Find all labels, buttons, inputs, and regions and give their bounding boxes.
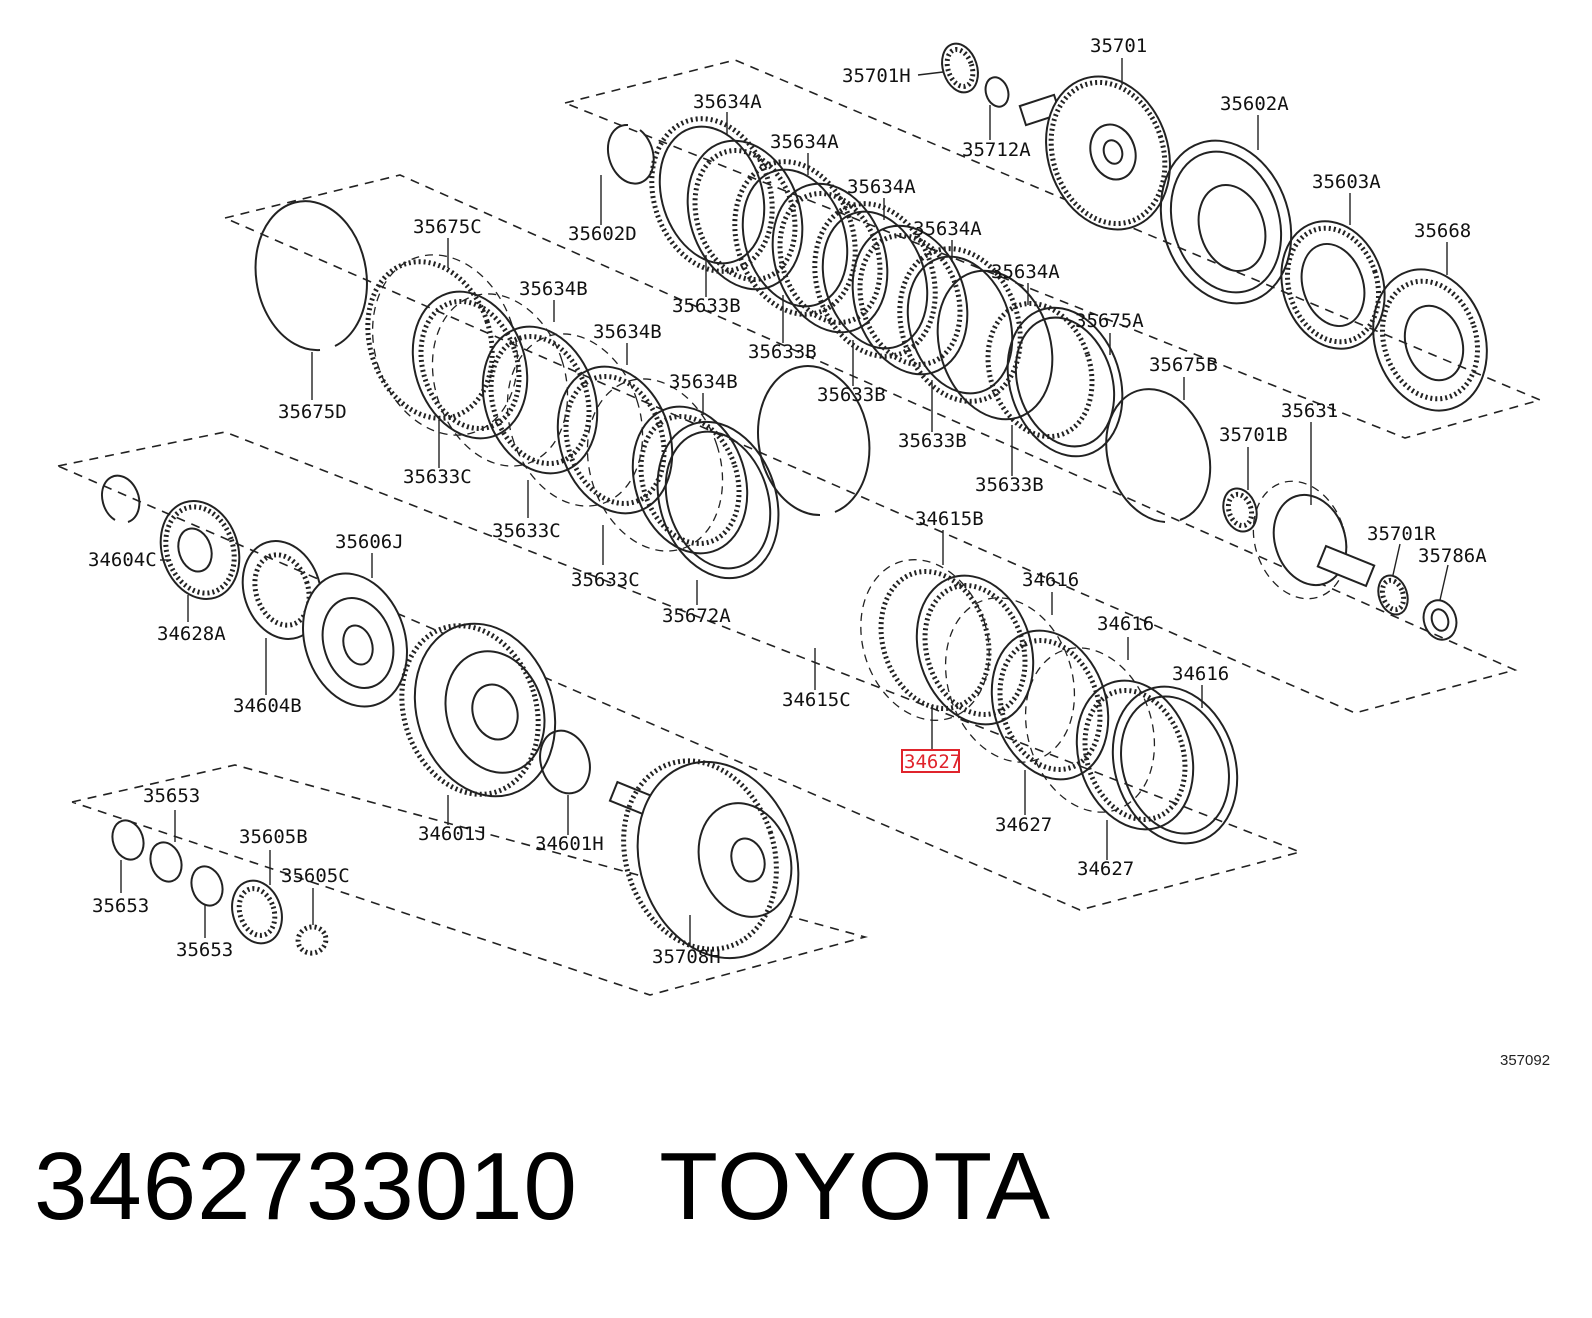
part-label[interactable]: 35672A <box>662 605 731 627</box>
bearing-35701r <box>1377 574 1409 616</box>
part-label[interactable]: 35786A <box>1418 545 1487 567</box>
part-label[interactable]: 35712A <box>962 139 1031 161</box>
part-label[interactable]: 35668 <box>1414 220 1471 242</box>
bearing-35701b <box>1222 487 1258 533</box>
part-label[interactable]: 35701H <box>842 65 911 87</box>
part-label[interactable]: 35634A <box>913 218 982 240</box>
part-label[interactable]: 35602A <box>1220 93 1289 115</box>
part-label[interactable]: 35634A <box>847 176 916 198</box>
drum-35602a <box>1159 139 1293 305</box>
bearing-35701h <box>941 42 979 94</box>
part-label-highlighted[interactable]: 34627 <box>904 751 961 773</box>
part-label[interactable]: 34616 <box>1172 663 1229 685</box>
part-label[interactable]: 34628A <box>157 623 226 645</box>
part-label[interactable]: 35605B <box>239 826 308 848</box>
part-label[interactable]: 35634B <box>669 371 738 393</box>
part-label[interactable]: 34604B <box>233 695 302 717</box>
ring-34601h <box>539 729 591 795</box>
part-label[interactable]: 35701 <box>1090 35 1147 57</box>
hub-35606j <box>302 572 408 708</box>
part-label[interactable]: 35631 <box>1281 400 1338 422</box>
part-label[interactable]: 35633C <box>403 466 472 488</box>
part-label[interactable]: 35633B <box>748 341 817 363</box>
figure-reference: 357092 <box>1500 1052 1551 1069</box>
part-label[interactable]: 35633B <box>672 295 741 317</box>
gear-34601j <box>399 622 557 798</box>
part-label[interactable]: 34615C <box>782 689 851 711</box>
part-label[interactable]: 34616 <box>1022 569 1079 591</box>
drum-35708h <box>608 758 800 960</box>
snap-ring-35675b <box>1105 388 1212 523</box>
part-label[interactable]: 35675C <box>413 216 482 238</box>
part-label[interactable]: 35606J <box>335 531 404 553</box>
leader-lines <box>120 58 1449 945</box>
part-label[interactable]: 34627 <box>1077 858 1134 880</box>
part-label[interactable]: 35675B <box>1149 354 1218 376</box>
part-label[interactable]: 35675D <box>278 401 347 423</box>
part-label[interactable]: 35675A <box>1075 310 1144 332</box>
part-label[interactable]: 35603A <box>1312 171 1381 193</box>
clutch-pack-middle <box>365 254 780 580</box>
part-label[interactable]: 35634A <box>770 131 839 153</box>
part-label[interactable]: 35653 <box>176 939 233 961</box>
clutch-pack-lower <box>860 559 1239 845</box>
part-label[interactable]: 35634A <box>991 261 1060 283</box>
part-label[interactable]: 34601J <box>418 823 487 845</box>
part-label[interactable]: 35633C <box>492 520 561 542</box>
part-label[interactable]: 35701R <box>1367 523 1436 545</box>
snap-ring-35675d <box>254 200 368 352</box>
part-labels: 35701 35701H 35712A 35602A 35634A 35634A… <box>88 35 1487 968</box>
part-caption: 3462733010 TOYOTA <box>34 1132 1051 1242</box>
highlight-box <box>901 749 960 773</box>
part-number: 3462733010 <box>34 1133 578 1240</box>
group-frames <box>57 59 1543 996</box>
bearing-34604b <box>241 540 323 640</box>
part-label[interactable]: 35605C <box>281 865 350 887</box>
part-label[interactable]: 35653 <box>92 895 149 917</box>
race-35668 <box>1372 268 1488 412</box>
part-label[interactable]: 34627 <box>995 814 1052 836</box>
snap-ring-34604c <box>101 474 141 523</box>
carrier-35701 <box>1018 75 1171 231</box>
part-label[interactable]: 35634B <box>519 278 588 300</box>
part-label[interactable]: 35634A <box>693 91 762 113</box>
part-label[interactable]: 35633C <box>571 569 640 591</box>
part-label[interactable]: 35708H <box>652 946 721 968</box>
part-label[interactable]: 35633B <box>817 384 886 406</box>
ring-35712a <box>984 76 1010 108</box>
clutch-pack-upper <box>649 116 1124 458</box>
part-label[interactable]: 35602D <box>568 223 637 245</box>
shaft-35631 <box>1252 480 1376 600</box>
brand-name: TOYOTA <box>659 1133 1052 1240</box>
part-label[interactable]: 35701B <box>1219 424 1288 446</box>
seal-35786a <box>1422 599 1458 641</box>
rings-35653 <box>111 819 224 907</box>
snap-ring-34615c <box>757 365 871 517</box>
bearing-35605b <box>231 879 283 945</box>
part-label[interactable]: 34604C <box>88 549 157 571</box>
bearing-35605c <box>295 924 329 956</box>
one-way-clutch-35603a <box>1280 220 1386 350</box>
part-label[interactable]: 35653 <box>143 785 200 807</box>
snap-ring-35602d <box>606 123 655 185</box>
part-label[interactable]: 34616 <box>1097 613 1154 635</box>
part-label[interactable]: 34615B <box>915 508 984 530</box>
gear-34628a <box>159 500 241 600</box>
part-label[interactable]: 35633B <box>898 430 967 452</box>
part-label[interactable]: 34601H <box>535 833 604 855</box>
part-label[interactable]: 35633B <box>975 474 1044 496</box>
part-label[interactable]: 35634B <box>593 321 662 343</box>
